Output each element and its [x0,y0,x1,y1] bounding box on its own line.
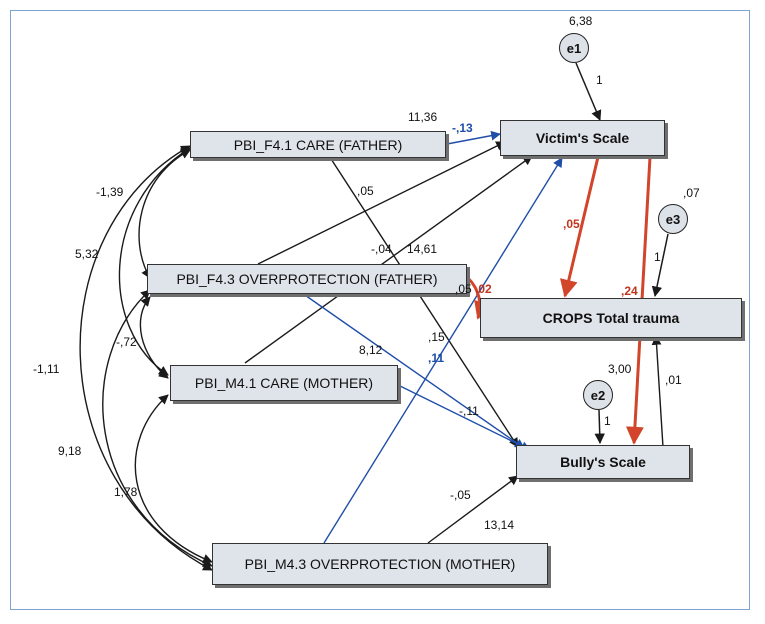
path-m41-victim [244,155,533,364]
e3-circle: e3 [658,204,688,234]
path-victim-crops-red [559,156,600,298]
path-e3-crops [651,233,669,298]
path-f43-bully-blue [301,292,525,449]
diagram-frame [10,10,750,610]
cov-f41-m41-label: 5,32 [75,247,99,261]
cov-f41-f43-label: -1,39 [96,185,124,199]
cov-f41-m43 [79,145,213,571]
e1-circle: e1 [559,33,589,63]
e2-path-label: 1 [604,414,611,428]
e3-path-label: 1 [654,250,661,264]
path-f41-victim-blue [446,130,501,145]
f43-crops-red-label: ,02 [475,282,492,296]
bully-variance-label: 3,00 [608,362,632,376]
bully-crops-label: ,01 [665,373,682,387]
path-e1-victim [575,62,602,121]
f41-victim-label: -,13 [452,121,473,135]
m41-bully-label: -,11 [459,404,479,418]
m43-victim-blue-label: ,11 [428,351,445,365]
pbi-f41-box: PBI_F4.1 CARE (FATHER) [190,131,446,158]
path-m43-victim-blue [323,157,563,544]
pbi-f43-box: PBI_F4.3 OVERPROTECTION (FATHER) [147,264,467,294]
e1-variance-label: 6,38 [569,14,593,28]
m41-variance-label: 8,12 [359,343,383,357]
bullys-scale-box: Bully's Scale [516,445,690,479]
path-e2-bully [594,409,605,445]
path-f43-crops-red [466,276,492,320]
m43-variance-label: 13,14 [484,518,515,532]
path-m43-bully [427,475,519,544]
f41-variance-label: 11,36 [408,110,438,124]
victims-scale-box: Victim's Scale [500,120,665,156]
cov-m41-m43-label: 1,78 [114,485,138,499]
m43-bully-label: -,05 [450,488,471,502]
cov-f43-m41-label: -,72 [116,335,137,349]
cov-f43-m43-label: 9,18 [58,444,82,458]
crops-total-box: CROPS Total trauma [480,298,742,338]
f43-variance-label: 14,61 [407,242,438,256]
m43-victim-black-label: ,15 [428,330,445,344]
victim-bully-label: ,24 [621,284,638,298]
cov-m41-m43 [134,394,213,564]
e1-path-label: 1 [596,73,603,87]
path-f43-victim [257,141,506,265]
e2-circle: e2 [583,380,613,410]
cov-f41-m43-label: -1,11 [33,362,60,376]
victim-crops-label: ,05 [563,217,580,231]
path-m41-bully-blue [395,383,531,451]
pbi-m43-box: PBI_M4.3 OVERPROTECTION (MOTHER) [212,543,548,585]
cov-f43-m41 [139,296,169,379]
f43-crops-black-label: ,05 [455,282,472,296]
f43-victim-label: -,04 [371,242,392,256]
pbi-m41-box: PBI_M4.1 CARE (MOTHER) [170,365,398,401]
path-f41-bully [321,144,519,448]
path-bully-crops [651,335,664,448]
f41-bully-label: ,05 [357,184,374,198]
e3-variance-label: ,07 [683,186,700,200]
cov-f41-f43 [138,149,191,279]
